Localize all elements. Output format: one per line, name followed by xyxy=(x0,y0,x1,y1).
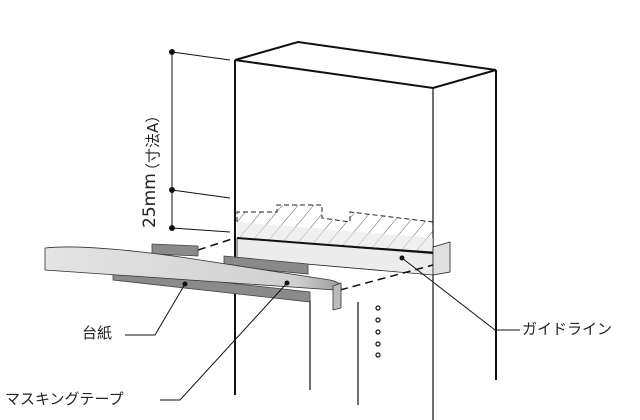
leader-lines xyxy=(125,255,520,401)
dimension-lines xyxy=(169,49,231,233)
guideline-strip xyxy=(236,237,451,276)
masking-tape xyxy=(44,246,342,311)
dashed-guides xyxy=(197,237,434,291)
cabinet xyxy=(234,40,497,420)
screw-holes xyxy=(375,305,381,358)
dimension-a-label: （寸法A） xyxy=(144,107,162,178)
dimension-25mm-label: 25mm xyxy=(140,173,160,228)
guideline-label: ガイドライン xyxy=(522,320,613,338)
backing-paper-label: 台紙 xyxy=(82,324,113,342)
guide-hatch-area xyxy=(236,204,434,252)
masking-tape-label: マスキングテープ xyxy=(5,390,124,408)
